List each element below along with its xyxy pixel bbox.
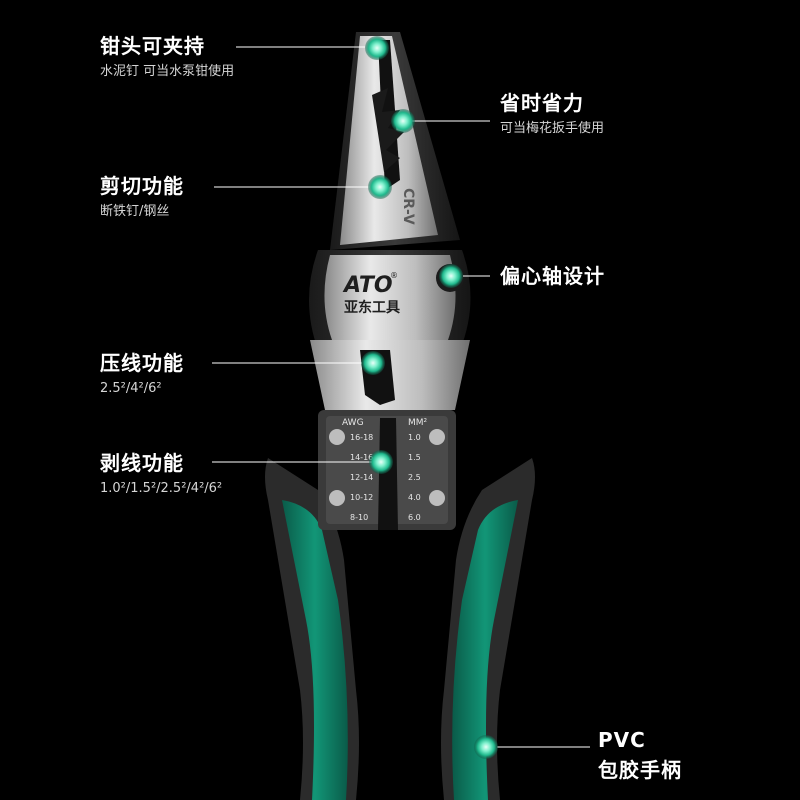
feature-subtitle: 1.0²/1.5²/2.5²/4²/6²: [100, 481, 223, 496]
plate-mm-value: 4.0: [408, 493, 421, 502]
feature-title: 偏心轴设计: [500, 264, 605, 288]
feature-subtitle: 断铁钉/钢丝: [100, 204, 170, 219]
plate-awg-value: 12-14: [350, 473, 373, 482]
plate-awg-value: 14-16: [350, 453, 373, 462]
handle-right: [441, 458, 535, 800]
dot-clamp: [365, 36, 389, 60]
feature-title-line2: 包胶手柄: [598, 758, 682, 782]
feature-crimp: 压线功能 2.5²/4²/6²: [100, 351, 184, 399]
callout-lines: [212, 46, 590, 748]
feature-title: 剪切功能: [100, 174, 184, 198]
feature-title: 钳头可夹持: [100, 34, 205, 58]
dot-pvc: [474, 735, 498, 759]
feature-title: 剥线功能: [100, 451, 184, 475]
feature-strip: 剥线功能 1.0²/1.5²/2.5²/4²/6²: [100, 451, 222, 499]
feature-subtitle: 可当梅花扳手使用: [500, 121, 605, 136]
feature-eccentric: 偏心轴设计: [500, 264, 605, 288]
plate-mm-value: 1.0: [408, 433, 421, 442]
feature-title: PVC: [598, 728, 646, 752]
plate-mm-value: 1.5: [408, 453, 421, 462]
plate-mm-header: MM²: [408, 418, 428, 428]
brand-cn: 亚东工具: [344, 299, 400, 316]
plate-mm-value: 2.5: [408, 473, 421, 482]
steel-mark: CR-V: [400, 188, 416, 225]
handle-left: [265, 458, 359, 800]
plate-awg-value: 10-12: [350, 493, 373, 502]
dot-strip: [369, 450, 393, 474]
feature-title: 省时省力: [500, 91, 584, 115]
feature-subtitle: 水泥钉 可当水泵钳使用: [100, 64, 235, 79]
plate-awg-value: 16-18: [350, 433, 373, 442]
dot-cutting: [368, 175, 392, 199]
dot-wrench: [391, 109, 415, 133]
brand-name: ATO: [342, 273, 393, 298]
dot-crimp: [361, 351, 385, 375]
feature-cutting: 剪切功能 断铁钉/钢丝: [100, 174, 184, 222]
dot-eccentric: [439, 264, 463, 288]
plate-mm-value: 6.0: [408, 513, 421, 522]
plate-awg-header: AWG: [342, 418, 364, 428]
feature-subtitle: 2.5²/4²/6²: [100, 381, 162, 396]
feature-wrench: 省时省力 可当梅花扳手使用: [500, 91, 604, 139]
brand-logo: ATO ® 亚东工具: [342, 271, 400, 316]
feature-title: 压线功能: [100, 351, 184, 375]
plate-awg-value: 8-10: [350, 513, 368, 522]
callout-dots: [361, 36, 498, 759]
feature-pvc-handle: PVC 包胶手柄: [598, 728, 682, 782]
feature-clamp: 钳头可夹持 水泥钉 可当水泵钳使用: [100, 34, 234, 82]
brand-reg-mark: ®: [390, 271, 398, 280]
pliers-head: [309, 32, 471, 410]
